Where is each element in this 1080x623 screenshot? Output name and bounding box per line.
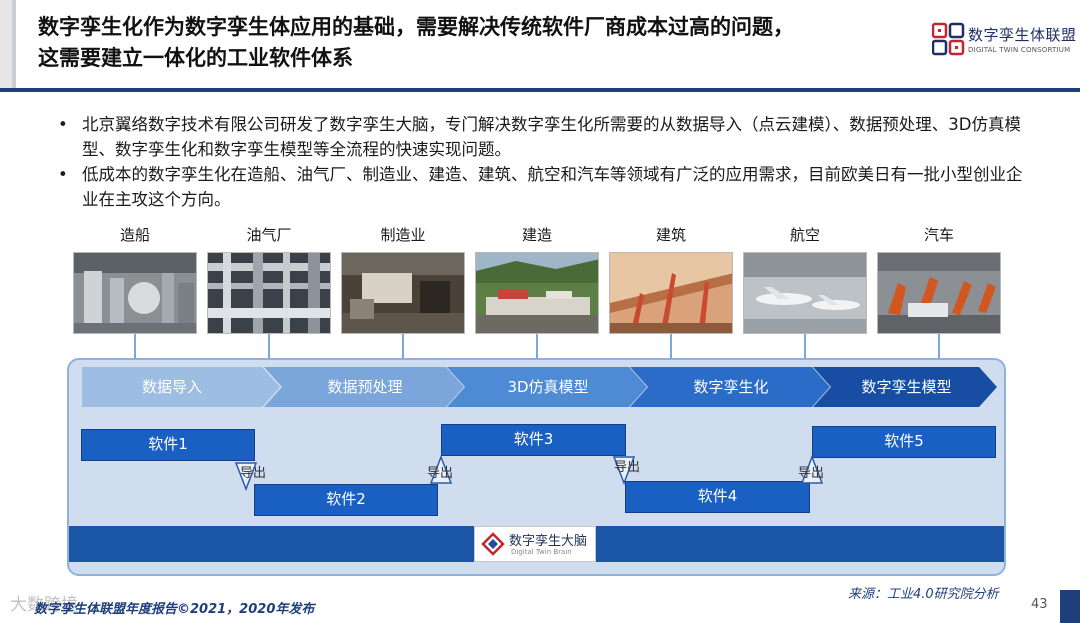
industry-connector bbox=[268, 334, 270, 358]
industry-label-aviation: 航空 bbox=[743, 224, 867, 245]
architecture-photo bbox=[609, 252, 733, 334]
title-line-1: 数字孪生化作为数字孪生体应用的基础，需要解决传统软件厂商成本过高的问题， bbox=[38, 12, 918, 43]
bullet-list: • 北京翼络数字技术有限公司研发了数字孪生大脑，专门解决数字孪生化所需要的从数据… bbox=[56, 112, 1036, 212]
process-step-label: 数字孪生化 bbox=[646, 367, 816, 407]
brain-logo-en: Digital Twin Brain bbox=[511, 548, 572, 556]
industry-connector bbox=[134, 334, 136, 358]
bullet-text: 低成本的数字孪生化在造船、油气厂、制造业、建造、建筑、航空和汽车等领域有广泛的应… bbox=[82, 165, 1023, 209]
bullet-dot: • bbox=[58, 162, 68, 187]
slide-header: 数字孪生化作为数字孪生体应用的基础，需要解决传统软件厂商成本过高的问题， 这需要… bbox=[0, 0, 1080, 90]
slide-title: 数字孪生化作为数字孪生体应用的基础，需要解决传统软件厂商成本过高的问题， 这需要… bbox=[38, 12, 918, 74]
consortium-logo-icon bbox=[932, 22, 966, 58]
consortium-logo-en: DIGITAL TWIN CONSORTIUM bbox=[968, 46, 1070, 54]
industry-connector bbox=[536, 334, 538, 358]
process-step-label: 3D仿真模型 bbox=[463, 367, 633, 407]
software-box-3: 软件3 bbox=[441, 424, 626, 456]
industry-connector bbox=[938, 334, 940, 358]
consortium-logo: 数字孪生体联盟 DIGITAL TWIN CONSORTIUM bbox=[932, 20, 1072, 64]
title-line-2: 这需要建立一体化的工业软件体系 bbox=[38, 43, 918, 74]
industry-label-architecture: 建筑 bbox=[609, 224, 733, 245]
export-label: 导出 bbox=[798, 462, 824, 481]
industry-label-shipbuilding: 造船 bbox=[73, 224, 197, 245]
footer-note: 数字孪生体联盟年度报告©2021，2020年发布 bbox=[34, 598, 314, 617]
bullet-item: • 低成本的数字孪生化在造船、油气厂、制造业、建造、建筑、航空和汽车等领域有广泛… bbox=[56, 162, 1036, 212]
header-left-bar bbox=[0, 0, 12, 90]
construction-photo bbox=[475, 252, 599, 334]
brain-logo-cn: 数字孪生大脑 bbox=[509, 530, 587, 549]
process-step-label: 数字孪生模型 bbox=[829, 367, 984, 407]
bullet-item: • 北京翼络数字技术有限公司研发了数字孪生大脑，专门解决数字孪生化所需要的从数据… bbox=[56, 112, 1036, 162]
industry-label-oil-gas: 油气厂 bbox=[207, 224, 331, 245]
brain-logo-icon bbox=[481, 532, 505, 556]
consortium-logo-cn: 数字孪生体联盟 bbox=[968, 24, 1077, 45]
process-step-label: 数据预处理 bbox=[280, 367, 450, 407]
shipbuilding-photo bbox=[73, 252, 197, 334]
process-step-label: 数据导入 bbox=[82, 367, 262, 407]
industry-label-construction: 建造 bbox=[475, 224, 599, 245]
industry-connector bbox=[402, 334, 404, 358]
header-left-accent bbox=[12, 0, 16, 90]
aviation-photo bbox=[743, 252, 867, 334]
automotive-photo bbox=[877, 252, 1001, 334]
industry-label-manufacturing: 制造业 bbox=[341, 224, 465, 245]
industry-connector bbox=[804, 334, 806, 358]
bullet-text: 北京翼络数字技术有限公司研发了数字孪生大脑，专门解决数字孪生化所需要的从数据导入… bbox=[82, 115, 1021, 159]
industry-label-automotive: 汽车 bbox=[877, 224, 1001, 245]
software-box-2: 软件2 bbox=[254, 484, 438, 516]
page-tab bbox=[1060, 590, 1080, 623]
page-number: 43 bbox=[1031, 597, 1048, 612]
software-box-1: 软件1 bbox=[81, 429, 255, 461]
software-box-5: 软件5 bbox=[812, 426, 996, 458]
digital-twin-brain-logo: 数字孪生大脑 Digital Twin Brain bbox=[474, 526, 596, 562]
export-label: 导出 bbox=[240, 462, 266, 481]
header-divider bbox=[0, 88, 1080, 92]
export-label: 导出 bbox=[427, 462, 453, 481]
bullet-dot: • bbox=[58, 112, 68, 137]
software-box-4: 软件4 bbox=[625, 481, 810, 513]
manufacturing-photo bbox=[341, 252, 465, 334]
industry-connector bbox=[670, 334, 672, 358]
export-label: 导出 bbox=[614, 456, 640, 475]
oil-gas-plant-photo bbox=[207, 252, 331, 334]
source-note: 来源：工业4.0研究院分析 bbox=[848, 583, 999, 602]
